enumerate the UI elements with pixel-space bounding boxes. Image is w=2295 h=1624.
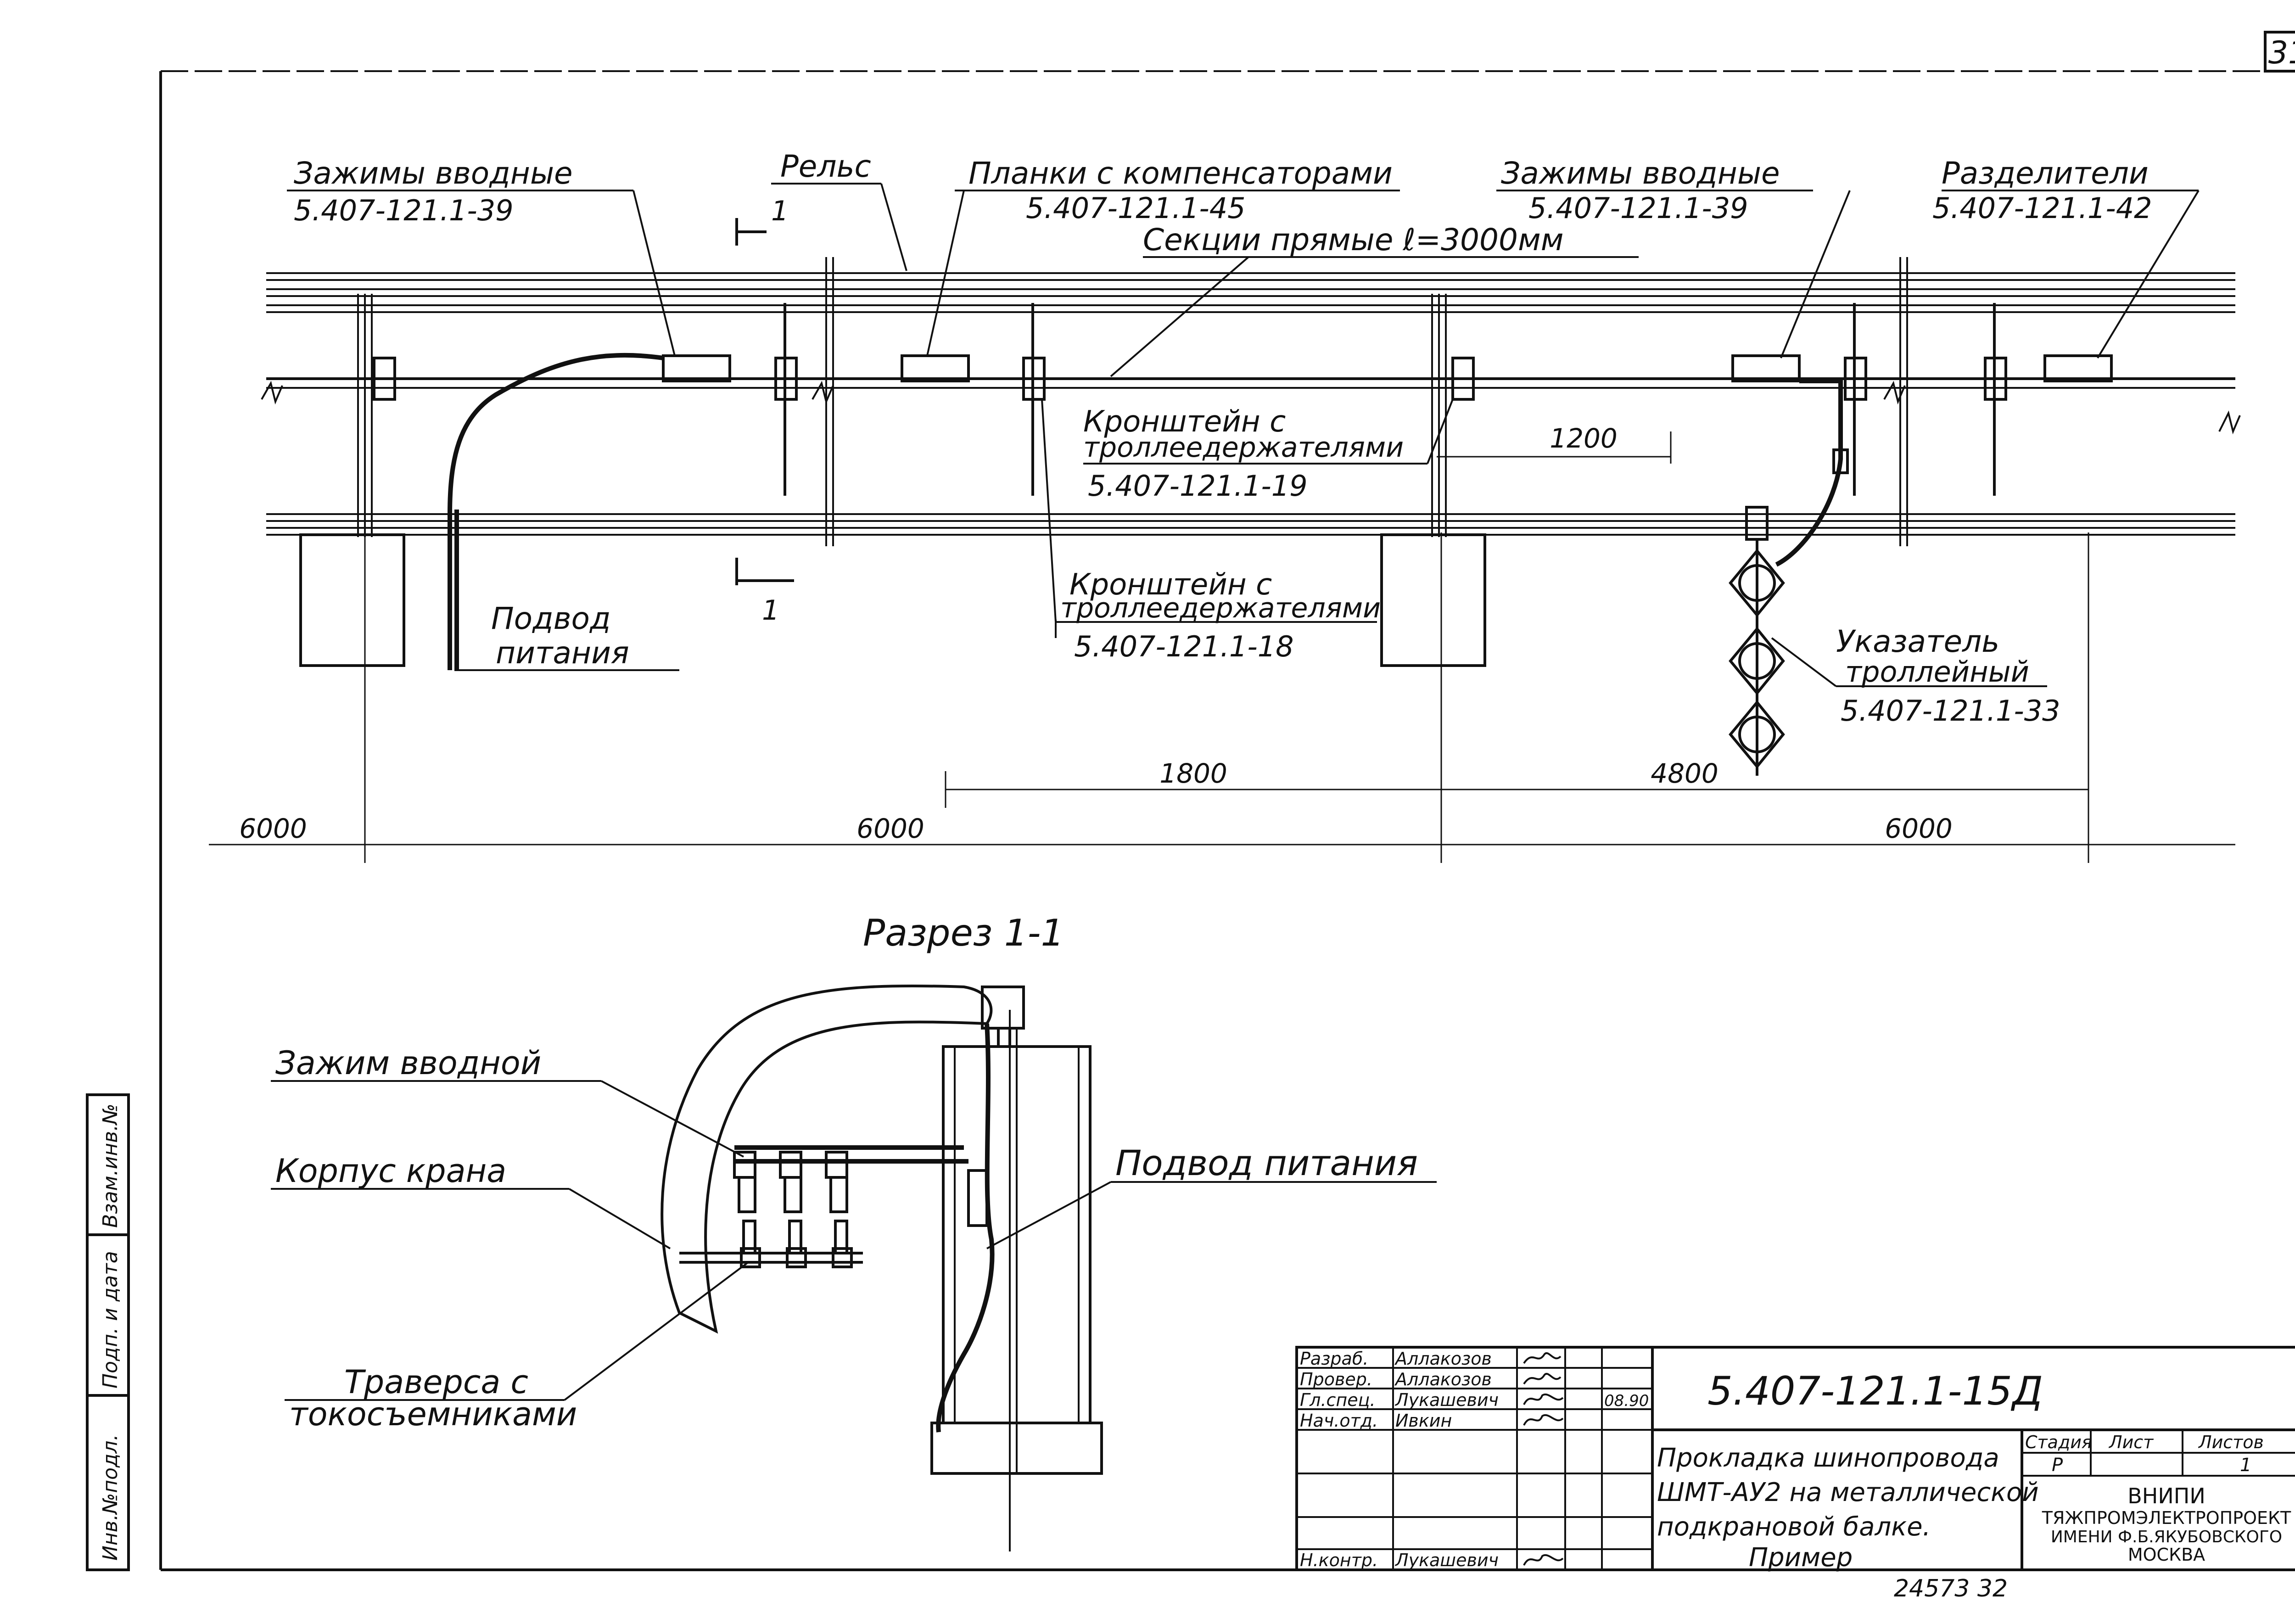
side-stamp-sign: Подп. и дата bbox=[99, 1251, 122, 1389]
tb-desc-3: подкрановой балке. bbox=[1657, 1512, 1931, 1542]
cut-mark-bottom: 1 bbox=[762, 594, 779, 627]
label-rail: Рельс bbox=[780, 149, 871, 184]
label-plates-code: 5.407-121.1-45 bbox=[1026, 191, 1246, 225]
tb-desc-2: ШМТ-АУ2 на металлической bbox=[1657, 1478, 2039, 1507]
dim-4800: 4800 bbox=[1651, 758, 1718, 789]
title-block: Разраб. Аллакозов Провер. Аллакозов Гл.с… bbox=[1295, 1346, 2295, 1573]
tb-org-4: МОСКВА bbox=[2128, 1545, 2205, 1565]
tb-date-2: 08.90 bbox=[1604, 1392, 1649, 1410]
signature-5 bbox=[1523, 1554, 1564, 1566]
bottom-code: 24573 32 bbox=[1894, 1575, 2008, 1602]
tb-role-1: Провер. bbox=[1300, 1369, 1372, 1389]
signature-4 bbox=[1523, 1414, 1564, 1426]
section-label-supply: Подвод питания bbox=[1115, 1142, 1418, 1183]
tb-name-1: Аллакозов bbox=[1394, 1369, 1492, 1389]
dim-1800: 1800 bbox=[1159, 758, 1227, 789]
label-clamps-left-code: 5.407-121.1-39 bbox=[294, 194, 514, 227]
cut-marks: 1 1 bbox=[735, 195, 794, 627]
label-indicator-code: 5.407-121.1-33 bbox=[1841, 694, 2060, 728]
side-stamp: Инв.№подл. Подп. и дата Взам.инв.№ bbox=[86, 1093, 130, 1571]
label-bracket-a-2: троллеедержателями bbox=[1083, 431, 1404, 464]
tb-org-2: ТЯЖПРОМЭЛЕКТРОПРОЕКТ bbox=[2042, 1508, 2291, 1528]
tb-role-3: Нач.отд. bbox=[1300, 1411, 1378, 1431]
clamp-right bbox=[1731, 354, 1801, 382]
side-stamp-inv: Инв.№подл. bbox=[99, 1434, 122, 1561]
sheet-frame: 31 24573 32 bbox=[159, 31, 2295, 1602]
plan-leaders bbox=[287, 183, 2200, 687]
label-dividers: Разделители bbox=[1942, 156, 2149, 191]
tb-name-0: Аллакозов bbox=[1394, 1349, 1492, 1369]
plan-labels: Зажимы вводные 5.407-121.1-39 Рельс План… bbox=[294, 149, 2152, 728]
dim-6000-left: 6000 bbox=[239, 813, 307, 844]
plan-dimensions: 1200 1800 4800 6000 6000 6000 bbox=[209, 423, 2235, 863]
tb-name-3: Ивкин bbox=[1395, 1411, 1452, 1431]
tb-role-0: Разраб. bbox=[1300, 1349, 1368, 1369]
section-label-clamp: Зажим вводной bbox=[275, 1044, 541, 1082]
dim-6000-right: 6000 bbox=[1885, 813, 1953, 844]
divider bbox=[2043, 354, 2113, 382]
label-plates: Планки с компенсаторами bbox=[968, 156, 1393, 191]
tb-name-6: Лукашевич bbox=[1394, 1550, 1499, 1570]
cut-mark-top: 1 bbox=[771, 195, 789, 227]
section-label-traverse-2: токосъемниками bbox=[289, 1395, 577, 1433]
label-bracket-a: Кронштейн с bbox=[1083, 405, 1286, 439]
signature-1 bbox=[1523, 1352, 1562, 1364]
clamp-left bbox=[662, 354, 731, 382]
tb-name-2: Лукашевич bbox=[1394, 1390, 1499, 1410]
label-indicator: Указатель bbox=[1836, 624, 1999, 659]
label-supply: Подвод bbox=[491, 601, 611, 636]
label-bracket-a-code: 5.407-121.1-19 bbox=[1088, 469, 1308, 503]
section-title: Разрез 1-1 bbox=[863, 912, 1064, 954]
label-bracket-b-2: троллеедержателями bbox=[1060, 592, 1381, 624]
plan-beam bbox=[261, 257, 2241, 546]
tb-role-6: Н.контр. bbox=[1300, 1550, 1378, 1570]
label-clamps-right-code: 5.407-121.1-39 bbox=[1528, 191, 1748, 225]
plate-compensator bbox=[901, 354, 970, 382]
label-sections: Секции прямые ℓ=3000мм bbox=[1143, 222, 1564, 258]
crane-body bbox=[661, 984, 993, 1334]
tb-sheet-header: Лист bbox=[2108, 1432, 2154, 1452]
sheet-number: 31 bbox=[2268, 35, 2295, 71]
tb-stage: Р bbox=[2052, 1455, 2063, 1476]
dim-6000-mid: 6000 bbox=[856, 813, 924, 844]
tb-desc-1: Прокладка шинопровода bbox=[1657, 1443, 1999, 1473]
section-label-traverse: Траверса с bbox=[344, 1363, 528, 1401]
tb-sheets-header: Листов bbox=[2198, 1432, 2264, 1452]
tb-stage-header: Стадия bbox=[2025, 1432, 2092, 1452]
label-bracket-b-code: 5.407-121.1-18 bbox=[1074, 630, 1294, 663]
section-view: Разрез 1-1 bbox=[271, 912, 1437, 1551]
tb-desc-4: Пример bbox=[1749, 1543, 1853, 1573]
label-supply-2: питания bbox=[496, 635, 629, 671]
signature-2 bbox=[1523, 1373, 1562, 1385]
label-bracket-b: Кронштейн с bbox=[1069, 568, 1272, 602]
signature-3 bbox=[1523, 1394, 1564, 1405]
tb-code: 5.407-121.1-15Д bbox=[1707, 1368, 2043, 1414]
tb-sheets: 1 bbox=[2240, 1455, 2251, 1476]
label-clamps-right: Зажимы вводные bbox=[1501, 156, 1780, 191]
label-indicator-2: троллейный bbox=[1845, 655, 2029, 689]
side-stamp-replace: Взам.инв.№ bbox=[99, 1103, 122, 1228]
tb-org-3: ИМЕНИ Ф.Б.ЯКУБОВСКОГО bbox=[2051, 1528, 2282, 1546]
tb-role-2: Гл.спец. bbox=[1300, 1390, 1376, 1410]
current-collectors bbox=[733, 1151, 853, 1268]
label-dividers-code: 5.407-121.1-42 bbox=[1932, 191, 2152, 225]
label-clamps-left: Зажимы вводные bbox=[294, 156, 573, 191]
plan-devices bbox=[448, 353, 2113, 776]
tb-org-1: ВНИПИ bbox=[2127, 1484, 2205, 1508]
section-label-crane-body: Корпус крана bbox=[275, 1152, 506, 1190]
dim-1200: 1200 bbox=[1550, 423, 1618, 454]
